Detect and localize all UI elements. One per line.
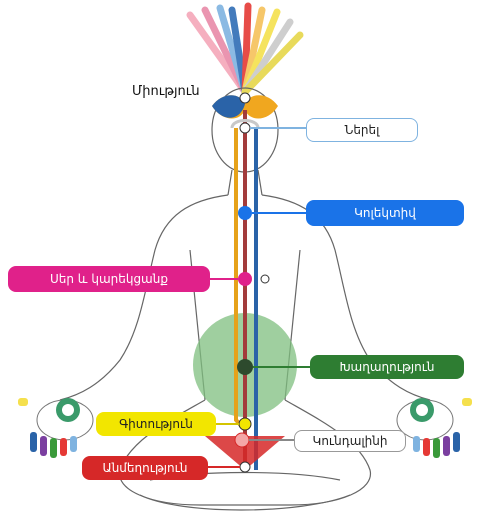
label-knowledge: Գիտություն bbox=[96, 412, 216, 436]
connector-lines bbox=[208, 127, 310, 468]
crown-point bbox=[239, 92, 251, 104]
heart-point-left bbox=[238, 272, 252, 286]
crown-rays bbox=[186, 2, 304, 96]
vishuddhi-point bbox=[238, 206, 252, 220]
mooladhara-point bbox=[239, 461, 251, 473]
left-hand bbox=[18, 398, 94, 458]
label-innocence: Անմեղություն bbox=[82, 456, 208, 480]
kundalini-point bbox=[234, 432, 250, 448]
right-hand bbox=[396, 398, 472, 458]
label-peace: Խաղաղություն bbox=[310, 355, 464, 379]
unity-title: Միություն bbox=[132, 84, 200, 99]
label-collective: Կոլեկտիվ bbox=[306, 200, 464, 226]
sacrum-triangle bbox=[205, 436, 285, 470]
label-forgiveness: Ներել bbox=[306, 118, 418, 142]
agnya-point bbox=[239, 122, 251, 134]
nabhi-point bbox=[237, 359, 253, 375]
label-kundalini: Կունդալինի bbox=[294, 430, 406, 452]
swadisthan-point bbox=[238, 417, 252, 431]
heart-point-right bbox=[260, 274, 270, 284]
energy-channels bbox=[230, 110, 260, 470]
agnya-chakra bbox=[212, 95, 278, 119]
label-love-compassion: Սեր և կարեկցանք bbox=[8, 266, 210, 292]
